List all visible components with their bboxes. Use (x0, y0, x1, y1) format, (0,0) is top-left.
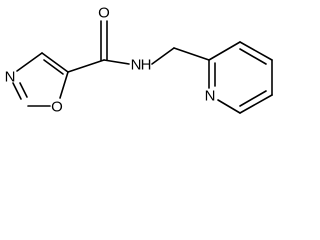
bond-n3-c4 (16, 52, 43, 72)
bond-c4-c5-double (43, 59, 64, 75)
structure-canvas: O N H N O N (0, 0, 284, 134)
bond-ch2-pyridine (173, 47, 210, 61)
pyridine-ring (208, 41, 273, 114)
oxazole-ring (12, 52, 69, 107)
pyridine-nitrogen-label: N (205, 88, 216, 105)
bond-c5-c6-double (239, 90, 267, 107)
bond-c3-c4 (239, 41, 273, 61)
bond-nitrogen-ch2 (151, 47, 175, 65)
amide-group (67, 20, 210, 73)
bond-c2-c3 (208, 41, 241, 61)
bond-c5-carbonyl (67, 59, 105, 73)
bond-carbonyl-nitrogen (103, 59, 130, 65)
amide-hydrogen-label: H (141, 57, 152, 74)
bond-c5-o1 (59, 71, 69, 99)
amide-nitrogen-label: N (131, 57, 142, 74)
bond-c5-c6 (239, 94, 273, 114)
amide-oxygen-label: O (98, 5, 110, 22)
bond-c6-n1 (217, 99, 241, 114)
bond-c4-c5 (41, 52, 69, 73)
oxazole-oxygen-label: O (51, 99, 63, 116)
bond-c3-c4-double (239, 48, 267, 65)
oxazole-nitrogen-label: N (5, 69, 16, 86)
bond-c2-n3-double (19, 82, 28, 98)
atom-labels: O N H N O N (5, 5, 216, 116)
bond-c2-n3 (12, 82, 22, 100)
chemical-structure: O N H N O N (5, 5, 273, 116)
